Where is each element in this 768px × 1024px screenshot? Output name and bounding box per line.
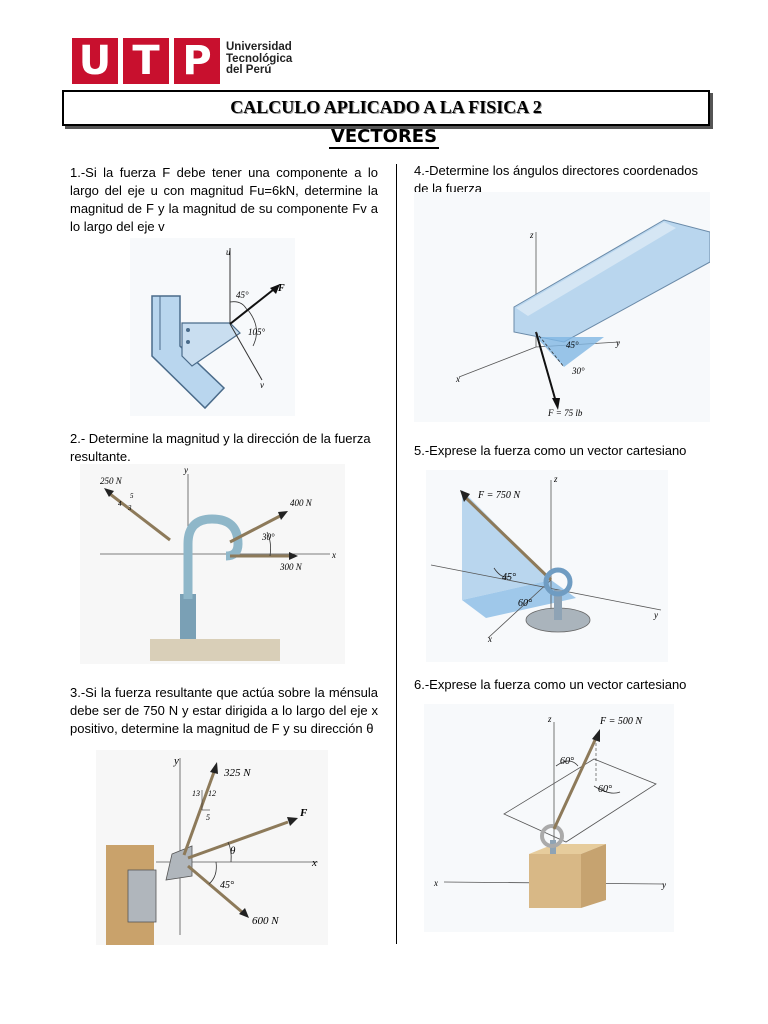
p4-angle-45: 45°	[566, 340, 579, 350]
p6-angle-60-b: 60°	[598, 784, 612, 795]
problem-2-figure: 250 N 400 N 300 N 30° y x 5 4 3	[80, 464, 345, 664]
p2-axis-x: x	[331, 550, 336, 560]
p2-angle-30: 30°	[261, 532, 275, 542]
problem-1-text: 1.-Si la fuerza F debe tener una compone…	[70, 165, 378, 234]
p2-slope-3: 3	[127, 504, 132, 512]
p1-angle-105: 105°	[248, 327, 266, 337]
p1-label-f: F	[277, 283, 285, 294]
page-title: VECTORES	[328, 126, 440, 149]
problem-6-text: 6.-Exprese la fuerza como un vector cart…	[414, 677, 687, 692]
p3-angle-45: 45°	[220, 880, 234, 891]
p2-slope-5: 5	[130, 492, 134, 500]
p6-axis-y: y	[661, 880, 666, 890]
p3-label-f: F	[299, 807, 308, 819]
problem-5-text: 5.-Exprese la fuerza como un vector cart…	[414, 443, 687, 458]
p2-force-300: 300 N	[279, 562, 303, 572]
p1-angle-45: 45°	[236, 290, 249, 300]
p5-angle-60: 60°	[518, 598, 532, 609]
p3-force-600: 600 N	[252, 915, 279, 927]
p6-axis-x: x	[433, 878, 438, 888]
p4-axis-z: z	[529, 230, 534, 240]
problem-1-figure: u v F 45° 105°	[130, 238, 295, 416]
problem-2-text: 2.- Determine la magnitud y la dirección…	[70, 431, 371, 464]
p4-angle-30: 30°	[571, 366, 585, 376]
p6-angle-60-a: 60°	[560, 756, 574, 767]
p3-axis-x: x	[311, 857, 317, 869]
university-name: Universidad Tecnológica del Perú	[226, 41, 293, 76]
p3-axis-y: y	[173, 755, 179, 767]
column-divider	[396, 164, 397, 944]
p4-label-f: F = 75 lb	[547, 408, 583, 418]
problem-4-figure: z y x 45° 30° F = 75 lb	[414, 192, 710, 422]
course-header-box: CALCULO APLICADO A LA FISICA 2	[62, 90, 710, 126]
p3-slope-12: 12	[208, 789, 216, 798]
p5-label-f: F = 750 N	[477, 490, 521, 501]
p3-slope-13: 13	[192, 789, 200, 798]
p2-axis-y: y	[183, 465, 188, 475]
logo-letter-p: P	[174, 38, 220, 84]
logo-letter-t: T	[123, 38, 169, 84]
p2-slope-4: 4	[118, 500, 122, 508]
p5-axis-y: y	[653, 610, 658, 620]
p4-axis-x: x	[455, 374, 460, 384]
problem-3-figure: 325 N F 600 N θ 45° 13 12 5 x y	[96, 750, 328, 945]
p6-axis-z: z	[547, 714, 552, 724]
utp-logo: U T P Universidad Tecnológica del Perú	[72, 38, 302, 86]
p3-slope-5: 5	[206, 813, 210, 822]
course-title: CALCULO APLICADO A LA FISICA 2	[230, 97, 542, 117]
p1-label-v: v	[260, 380, 264, 390]
p6-label-f: F = 500 N	[599, 716, 643, 727]
p5-angle-45: 45°	[502, 572, 516, 583]
p4-axis-y: y	[615, 338, 620, 348]
p5-axis-z: z	[553, 474, 558, 484]
problem-6-figure: F = 500 N z y x 60° 60°	[424, 704, 674, 932]
p5-axis-x: x	[487, 634, 492, 644]
p3-force-325: 325 N	[223, 767, 251, 779]
p1-label-u: u	[226, 247, 231, 257]
problem-5-figure: F = 750 N z y x 45° 60°	[426, 470, 668, 662]
p2-force-400: 400 N	[290, 498, 313, 508]
p2-force-250: 250 N	[100, 476, 123, 486]
logo-letter-u: U	[72, 38, 118, 84]
p3-theta: θ	[230, 845, 236, 857]
problem-3-text: 3.-Si la fuerza resultante que actúa sob…	[70, 685, 378, 736]
